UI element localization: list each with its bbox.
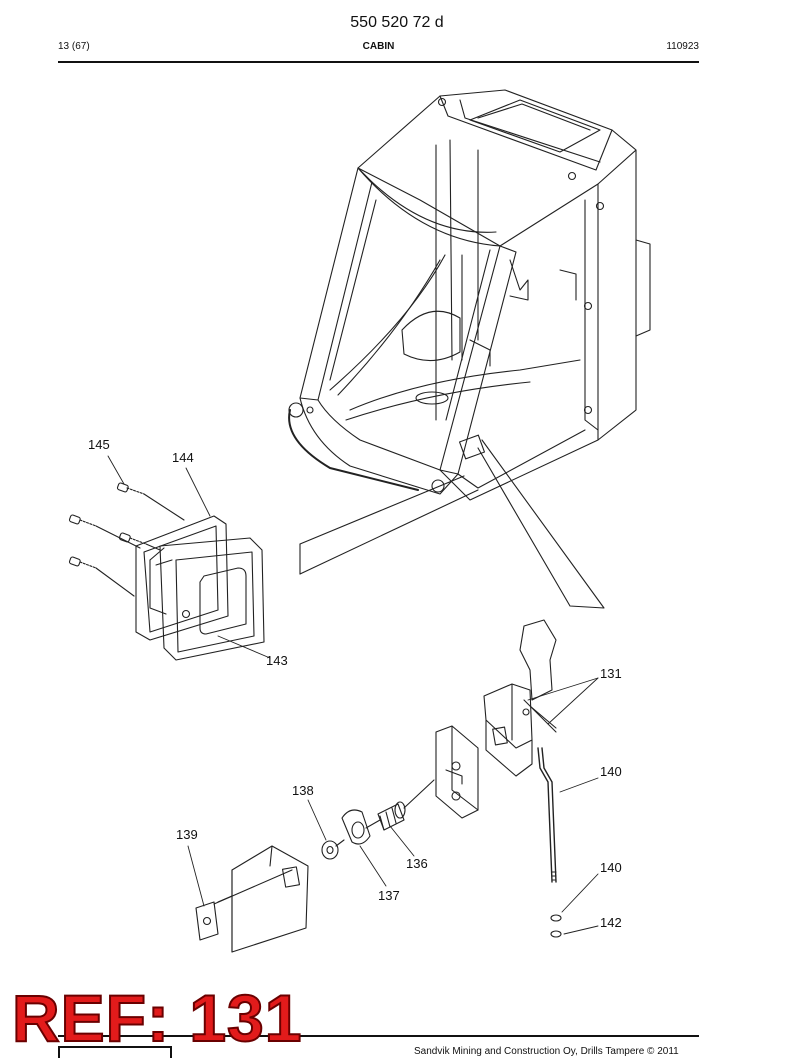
cam-137: [341, 809, 371, 845]
callout-144: 144: [172, 450, 194, 465]
cabin-drawing: [288, 89, 651, 501]
detail-projection-lines: [299, 439, 605, 609]
callout-139: 139: [176, 827, 198, 842]
callout-145: 145: [88, 437, 110, 452]
section-title: CABIN: [362, 41, 395, 52]
lamp-assembly-143: [149, 537, 265, 661]
document-number: 550 520 72 d: [350, 14, 444, 31]
cylinder-136: [377, 801, 406, 831]
lock-plate: [435, 725, 479, 819]
callout-140-lower: 140: [600, 860, 622, 875]
reference-overlay: REF: 131: [11, 981, 303, 1055]
screws-145: [68, 482, 185, 597]
washer-138: [321, 840, 339, 860]
callout-142: 142: [600, 915, 622, 930]
footer-rule: [58, 1035, 699, 1037]
header-rule: [58, 61, 699, 63]
callout-143: 143: [266, 653, 288, 668]
callout-137: 137: [378, 888, 400, 903]
lock-block-131: [483, 619, 557, 777]
rod-140: [537, 747, 562, 938]
date-code: 110923: [666, 41, 699, 52]
callout-140-upper: 140: [600, 764, 622, 779]
callout-138: 138: [292, 783, 314, 798]
gasket-144: [135, 515, 229, 641]
company-logo: [58, 1046, 172, 1058]
page-indicator: 13 (67): [58, 41, 90, 52]
callout-131: 131: [600, 666, 622, 681]
callout-labels: 145 144 143 131 140 138 139 136 137 140 …: [88, 437, 622, 930]
page-header: 13 (67) CABIN 110923: [58, 41, 699, 55]
leader-lines: [107, 455, 599, 935]
bracket-139: [195, 845, 309, 953]
footer-copyright: Sandvik Mining and Construction Oy, Dril…: [414, 1046, 679, 1057]
assembly-axis-lines: [213, 779, 435, 905]
callout-136: 136: [406, 856, 428, 871]
